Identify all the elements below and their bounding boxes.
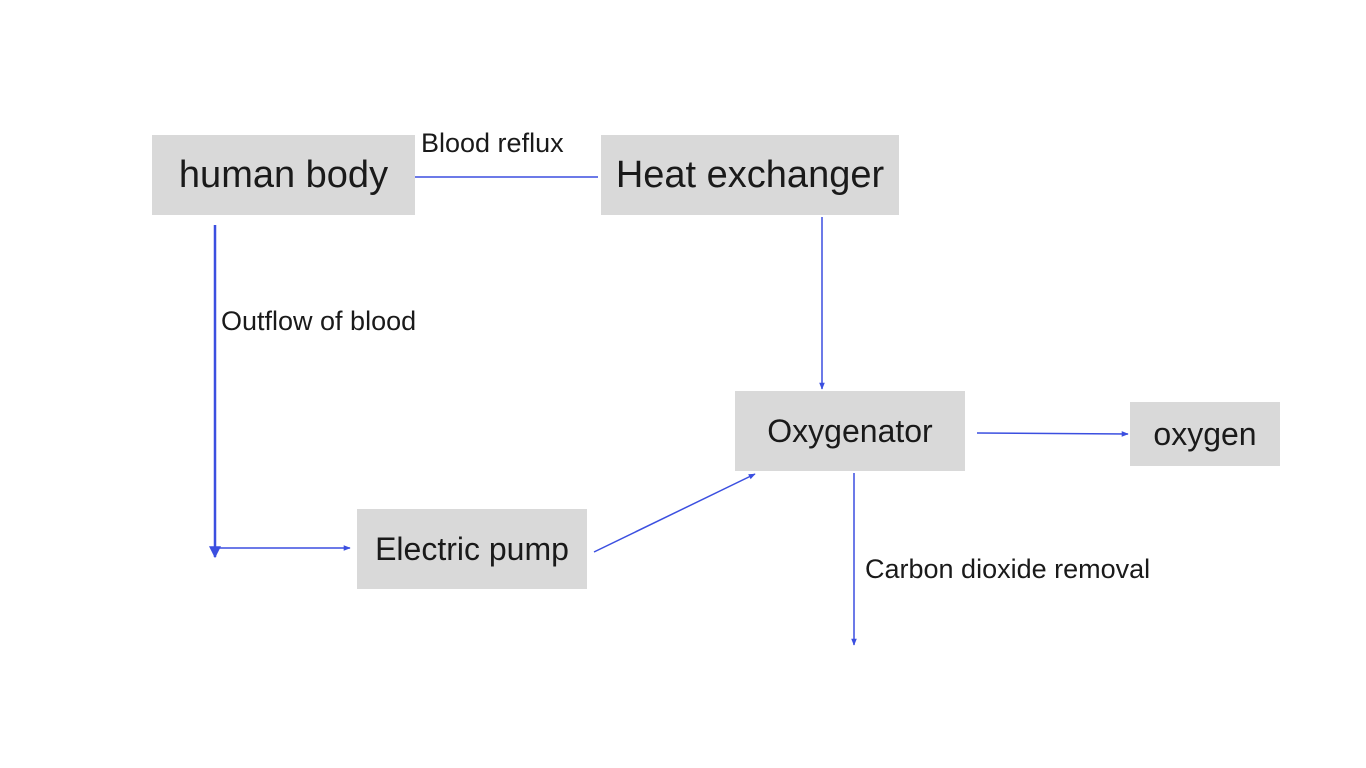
node-heat-exchanger: Heat exchanger	[601, 135, 899, 215]
edge-pump-to-oxygenator	[593, 473, 756, 553]
node-electric-pump: Electric pump	[357, 509, 587, 589]
edge-label-blood-reflux: Blood reflux	[421, 128, 564, 158]
node-heat-exchanger-label: Heat exchanger	[615, 153, 885, 196]
edge-label-carbon-dioxide-removal: Carbon dioxide removal	[865, 554, 1151, 584]
node-oxygen: oxygen	[1130, 402, 1280, 466]
node-oxygen-label: oxygen	[1153, 415, 1257, 452]
node-human-body-label: human body	[178, 153, 389, 196]
node-oxygenator: Oxygenator	[735, 391, 965, 471]
node-electric-pump-label: Electric pump	[375, 530, 569, 567]
node-oxygenator-label: Oxygenator	[767, 412, 933, 449]
edge-oxygenator-to-oxygen	[976, 431, 1129, 437]
node-human-body: human body	[152, 135, 415, 215]
edge-label-outflow-of-blood: Outflow of blood	[221, 306, 417, 336]
